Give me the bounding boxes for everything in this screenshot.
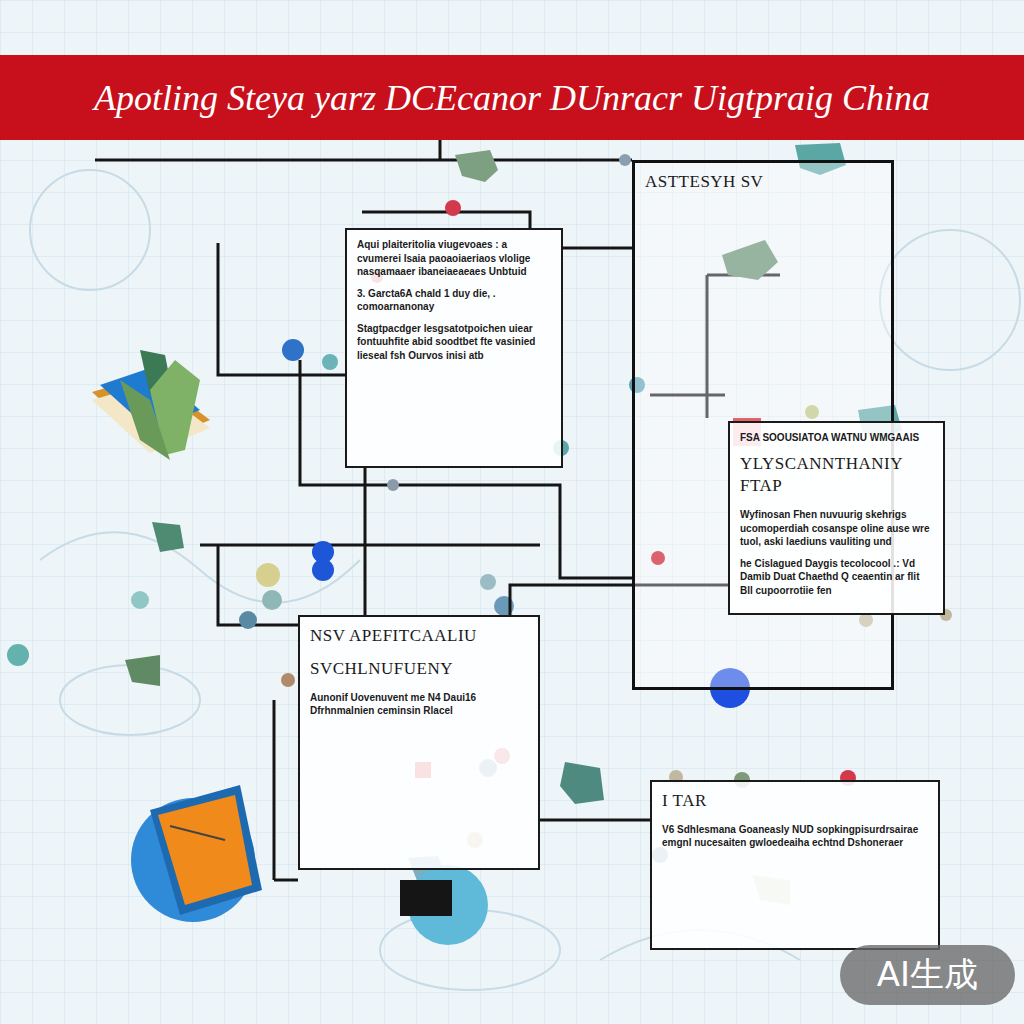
- connector-dot: [387, 479, 399, 491]
- box-text: 3. Garcta6A chald 1 duy die, . comoarnan…: [357, 287, 551, 314]
- connector-dot: [262, 590, 282, 610]
- faint-sketch: [40, 532, 360, 602]
- gem-shape: [152, 522, 184, 552]
- box-text: YLYSCANNTHANIY FTAP: [740, 453, 933, 499]
- box-heading: Aqui plaiteritolia viugevoaes : a cvumer…: [357, 238, 551, 279]
- connector: [540, 819, 650, 822]
- gem-shape: [455, 150, 498, 182]
- wire: [218, 545, 298, 625]
- box-heading: ASTTESYH SV: [645, 171, 881, 194]
- wire: [274, 879, 298, 882]
- connector-dot: [131, 591, 149, 609]
- book-stack-icon: [92, 350, 210, 460]
- box-text: he Cislagued Daygis tecolocool .: Vd Dam…: [740, 557, 933, 598]
- connector-dot: [312, 559, 334, 581]
- text-box: Aqui plaiteritolia viugevoaes : a cvumer…: [345, 228, 563, 468]
- watermark: AI生成: [840, 945, 1015, 1005]
- wire: [95, 159, 632, 162]
- faint-sketch: [880, 230, 1020, 370]
- text-box: FSA SOOUSIATOA WATNU WMGAAIS YLYSCANNTHAN…: [728, 421, 945, 615]
- wire: [273, 700, 276, 880]
- connector-dot: [480, 574, 496, 590]
- box-text: Aunonif Uovenuvent me N4 Daui16 Dfrhnmal…: [310, 691, 528, 718]
- box-text: Stagtpacdger lesgsatotpoichen uiear font…: [357, 322, 551, 363]
- globe-icon: [170, 826, 225, 840]
- globe-icon: [150, 785, 262, 915]
- faint-sketch: [30, 90, 1020, 990]
- box-text: Wyfinosan Fhen nuvuurig skehrigs ucomope…: [740, 508, 933, 549]
- connector-dot: [239, 611, 257, 629]
- connector: [364, 468, 367, 615]
- box-heading: FSA SOOUSIATOA WATNU WMGAAIS: [740, 431, 933, 445]
- connector-dot: [445, 200, 461, 216]
- faint-sketch: [30, 170, 150, 290]
- box-heading: NSV APEFITCAALIU: [310, 625, 528, 648]
- wire: [200, 544, 540, 547]
- gem-shape: [560, 762, 604, 804]
- title-band: Apotling Steya yarz DCEcanor DUnracr Uig…: [0, 55, 1024, 140]
- box-heading: I TAR: [662, 790, 928, 813]
- gem-shape: [125, 655, 160, 686]
- text-box: NSV APEFITCAALIU SVCHLNUFUENY Aunonif Uove…: [298, 615, 540, 870]
- box-text: SVCHLNUFUENY: [310, 658, 528, 681]
- group-frame: ASTTESYH SVFSA SOOUSIATOA WATNU WMGAAISY…: [632, 160, 894, 690]
- wire: [362, 212, 530, 228]
- box-text: V6 Sdhlesmana Goaneasly NUD sopkingpisur…: [662, 823, 928, 850]
- connector-dot: [282, 339, 304, 361]
- connector-dot: [619, 154, 631, 166]
- wire: [218, 243, 345, 375]
- connector-dot: [281, 673, 295, 687]
- title: Apotling Steya yarz DCEcanor DUnracr Uig…: [94, 77, 930, 119]
- connector-dot: [256, 563, 280, 587]
- wire: [439, 140, 442, 160]
- book-stack-icon: [120, 380, 170, 460]
- globe-icon: [158, 795, 252, 905]
- text-box: I TAR V6 Sdhlesmana Goaneasly NUD sopking…: [650, 780, 940, 950]
- connector: [563, 247, 632, 250]
- connector-dot: [7, 644, 29, 666]
- globe-icon: [400, 880, 452, 916]
- connector-dot: [322, 354, 338, 370]
